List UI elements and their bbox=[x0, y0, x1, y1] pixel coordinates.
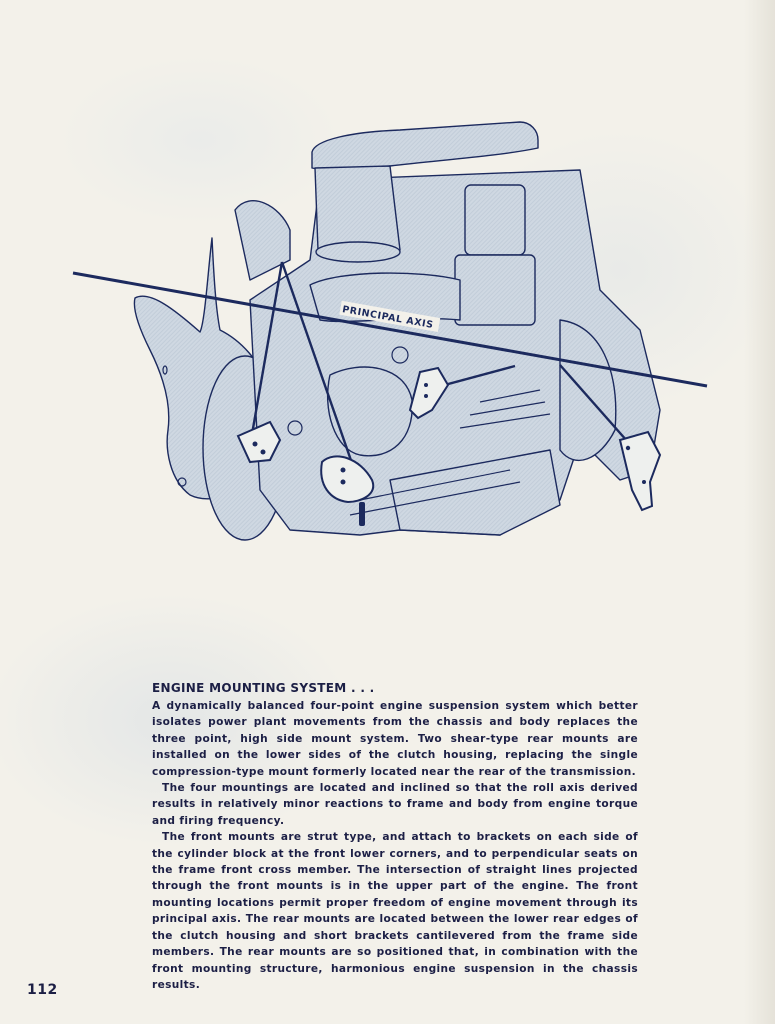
rear-left-mount-bracket bbox=[408, 366, 450, 420]
engine-mounting-diagram: PRINCIPAL AXIS bbox=[72, 121, 708, 541]
section-heading: ENGINE MOUNTING SYSTEM . . . bbox=[152, 681, 375, 695]
principal-axis-line bbox=[72, 271, 708, 388]
rear-right-mount-bracket bbox=[618, 430, 662, 512]
exhaust-manifold bbox=[234, 200, 291, 281]
page-number: 112 bbox=[27, 982, 58, 998]
front-right-mount-bracket bbox=[320, 455, 375, 504]
engine-illustration: PRINCIPAL AXIS bbox=[60, 110, 720, 560]
starter-motor bbox=[326, 366, 413, 457]
paragraph-mountings: The four mountings are located and incli… bbox=[152, 782, 638, 827]
oil-pan bbox=[389, 449, 561, 536]
clutch-housing bbox=[559, 319, 617, 461]
front-right-mount-line bbox=[280, 261, 364, 493]
paragraph-front-mounts: The front mounts are strut type, and att… bbox=[152, 831, 638, 991]
distributor bbox=[464, 184, 526, 256]
front-left-mount-bracket bbox=[236, 420, 282, 464]
rear-mount-line-right bbox=[559, 364, 636, 451]
article-body: ENGINE MOUNTING SYSTEM . . . A dynamical… bbox=[152, 680, 638, 993]
air-cleaner-lid bbox=[311, 121, 539, 171]
paragraph-intro: A dynamically balanced four-point engine… bbox=[152, 700, 638, 778]
front-left-mount-line bbox=[249, 261, 284, 441]
